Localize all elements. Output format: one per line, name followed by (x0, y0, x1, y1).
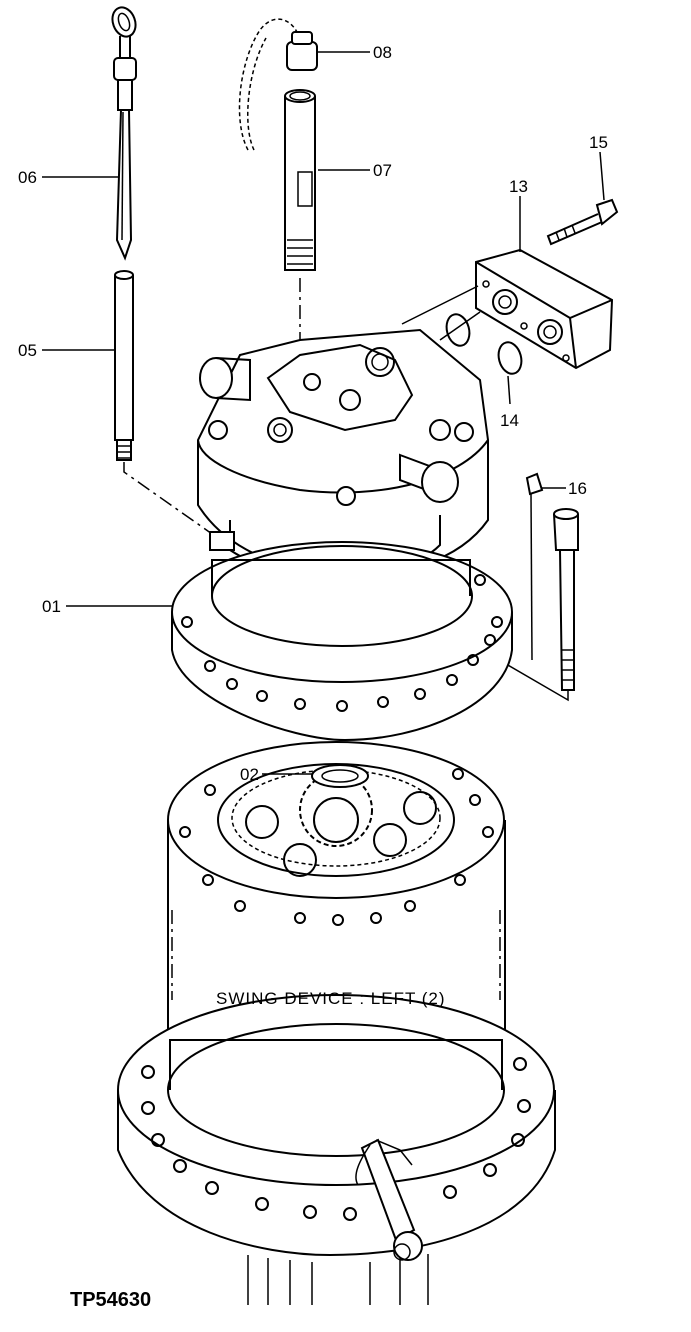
part-07-filler-pipe (284, 89, 316, 350)
figure-code: TP54630 (70, 1289, 151, 1311)
part-06-dipstick (111, 6, 137, 261)
callout-14: 14 (500, 411, 519, 430)
callout-13: 13 (509, 177, 528, 196)
swing-motor-body (196, 328, 490, 580)
part-02-collar (311, 764, 369, 788)
callout-05: 05 (18, 341, 37, 360)
callout-06: 06 (18, 168, 37, 187)
part-14-orings (401, 285, 523, 375)
part-01-flange (171, 541, 513, 742)
lower-bolt-holes (141, 1057, 531, 1221)
part-long-bolt (481, 508, 579, 702)
flange-bolt-holes (181, 574, 503, 712)
callout-15: 15 (589, 133, 608, 152)
part-08-cap-chain (238, 18, 318, 151)
housing-bolt-holes (179, 768, 494, 926)
part-05-guide-pipe (114, 270, 233, 549)
callout-08: 08 (373, 43, 392, 62)
callout-16: 16 (568, 479, 587, 498)
leader-lines (42, 51, 605, 775)
part-15-bolt (546, 198, 619, 246)
callout-01: 01 (42, 597, 61, 616)
part-16-plug (525, 472, 544, 661)
sensor-plug (355, 1138, 423, 1261)
sun-gear (299, 773, 373, 847)
callout-07: 07 (373, 161, 392, 180)
assembly-caption: SWING DEVICE : LEFT (2) (216, 989, 446, 1008)
lower-flange (117, 994, 556, 1305)
callout-02: 02 (240, 765, 259, 784)
part-13-block (475, 248, 614, 370)
